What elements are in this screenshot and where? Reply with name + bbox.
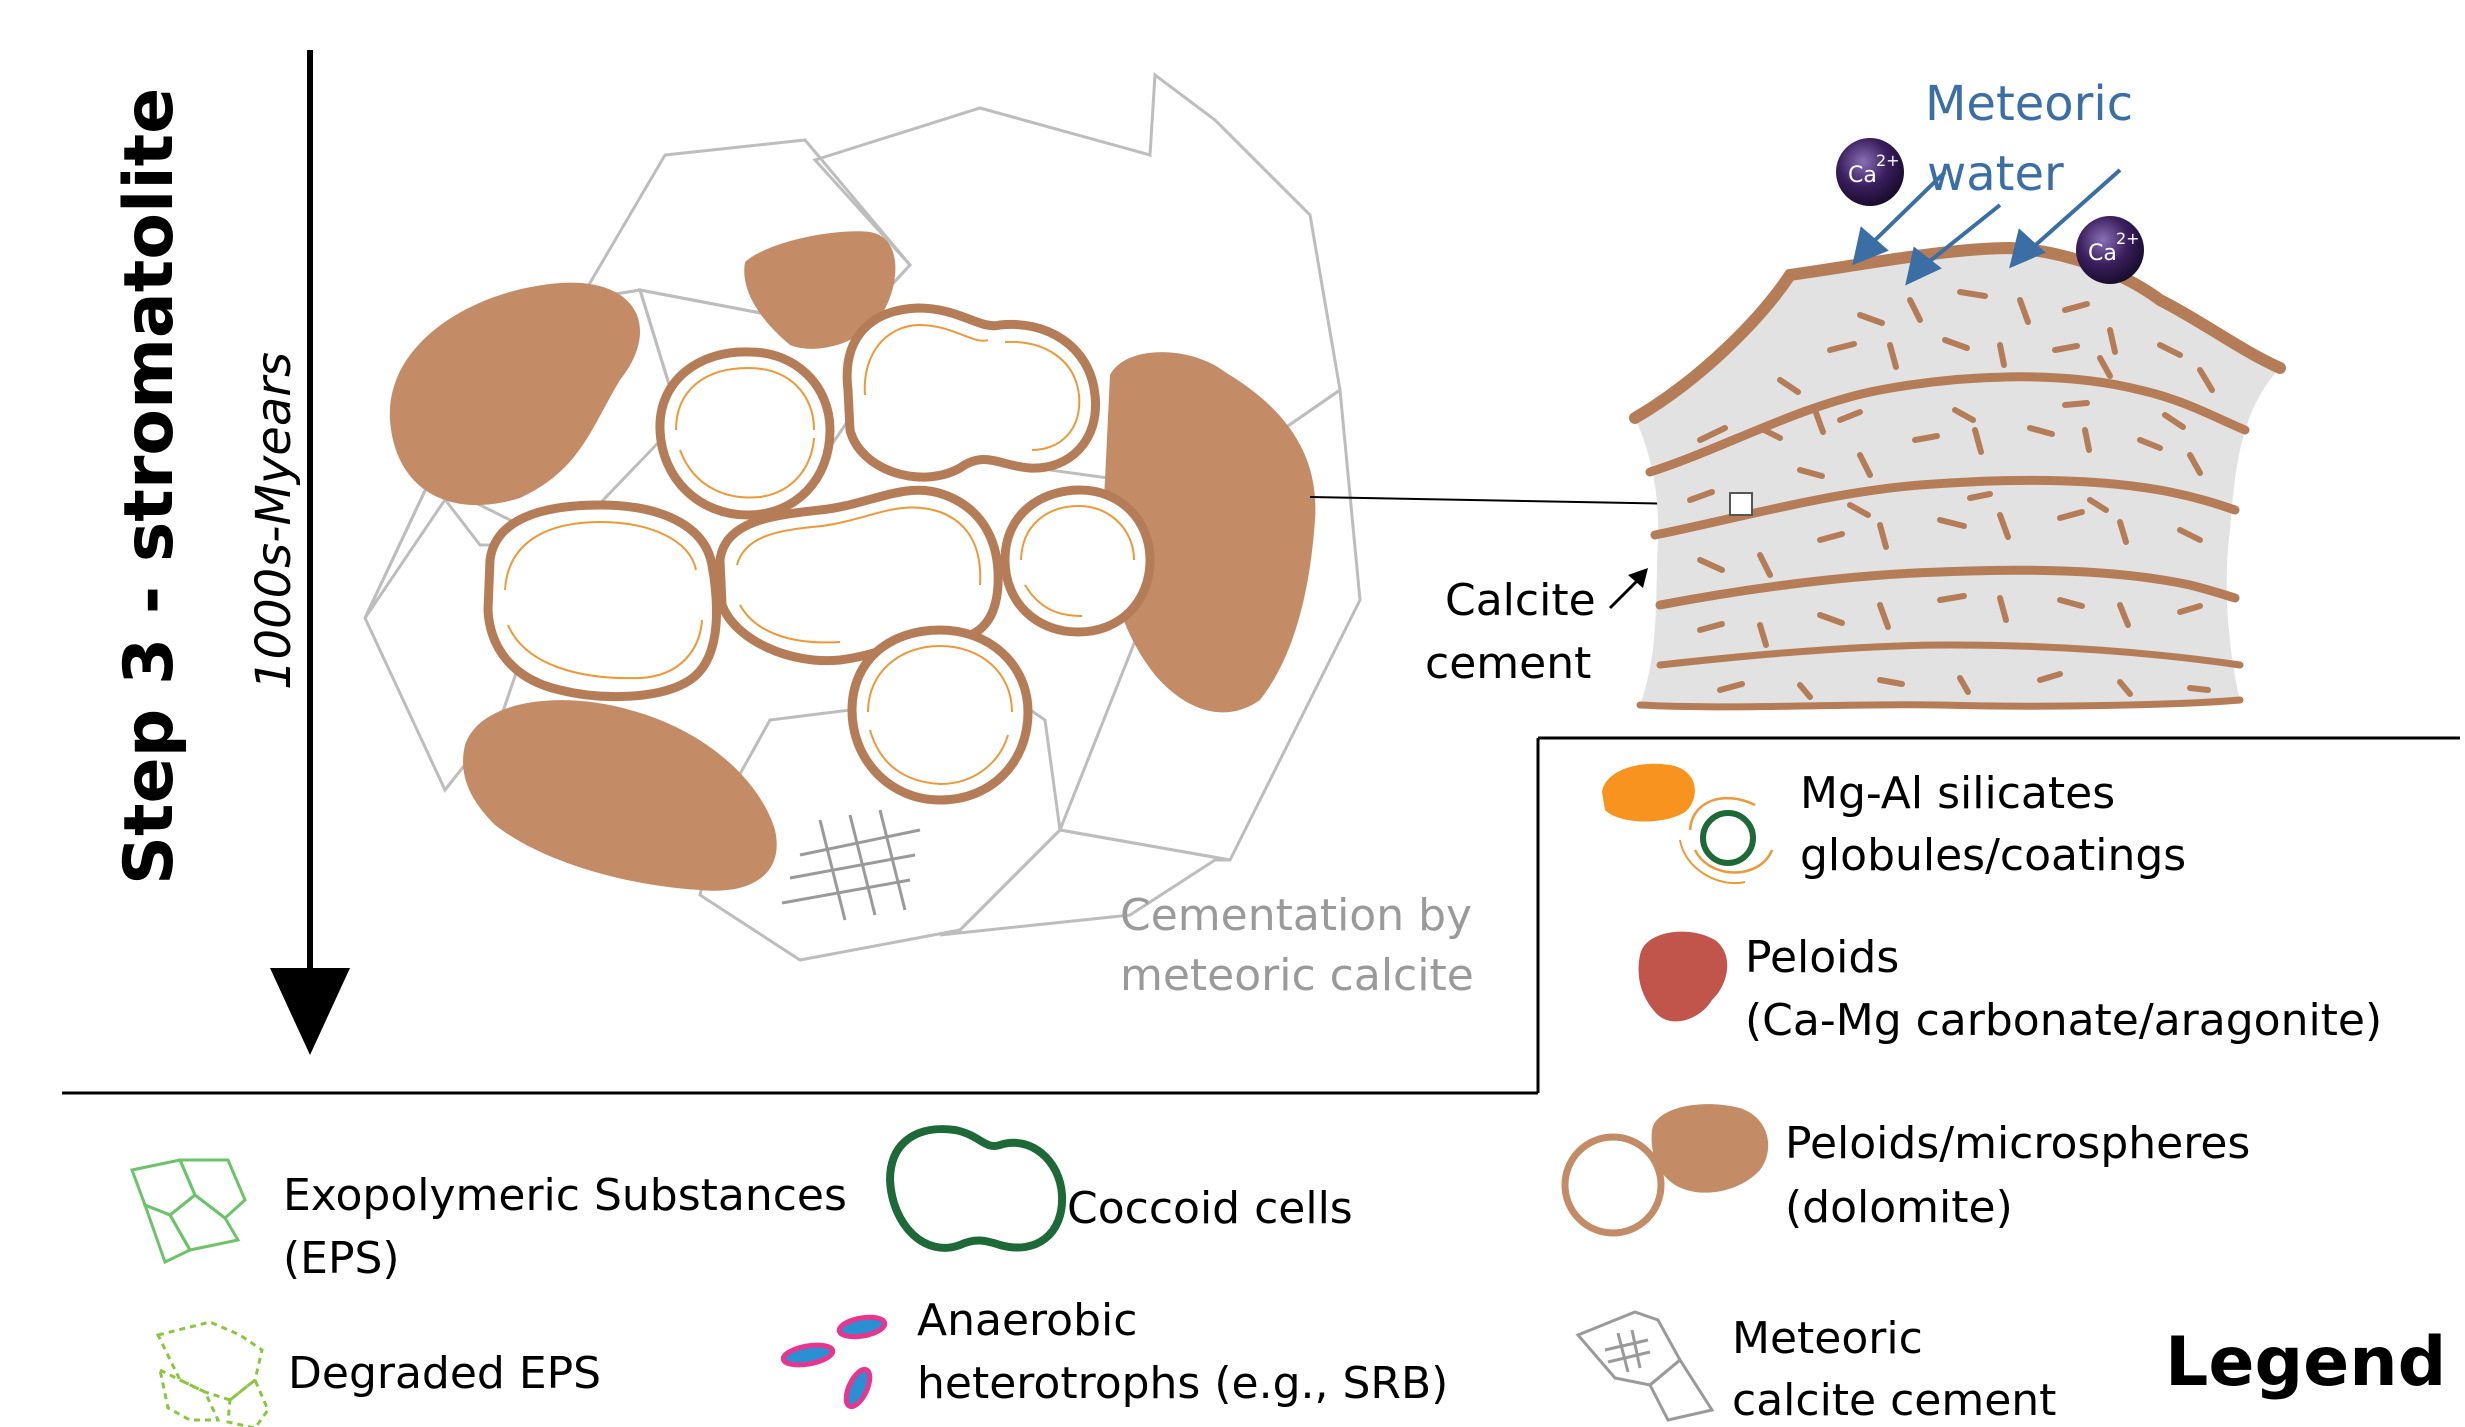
cementation-label-line2: meteoric calcite [1120,950,1474,1001]
legend: Mg-Al silicates globules/coatings Peloid… [129,763,2446,1427]
legend-item-degraded-eps: Degraded EPS [155,1320,601,1427]
red-peloid-icon [1638,931,1728,1022]
microsphere [1000,485,1155,637]
anaerobic-label-line1: Anaerobic [917,1295,1137,1346]
coccoid-label: Coccoid cells [1067,1183,1353,1234]
calcite-cement-label-line2: cement [1425,638,1591,689]
peloids-red-label-line2: (Ca-Mg carbonate/aragonite) [1745,995,2382,1046]
coated-coccoid-icon [1679,796,1774,885]
ion-charge: 2+ [1876,151,1900,170]
cement-crosshatch [781,809,921,921]
dolomite-microsphere-icon [1561,1133,1665,1237]
stromatolite-body [1635,248,2280,707]
microsphere [847,625,1033,805]
dolomite-peloids [389,231,1316,891]
calcite-cement-pointer [1608,578,1640,610]
step-title: Step 3 - stromatolite [110,88,189,885]
cementation-label-line1: Cementation by [1120,890,1472,941]
timescale-label: 1000s-Myears [246,352,302,690]
ion-base: Ca [2088,241,2117,266]
stromatolite-laminae [1629,241,2286,711]
meteoric-cement-icon [1575,1310,1715,1422]
meteoric-cement-label-line1: Meteoric [1732,1313,1923,1364]
degraded-eps-label: Degraded EPS [288,1348,601,1399]
time-arrow-head [270,968,350,1055]
peloids-red-label-line1: Peloids [1745,932,1899,983]
legend-title: Legend [2165,1323,2446,1402]
water-arrows [1852,168,2122,286]
legend-item-peloids-dolomite: Peloids/microspheres (dolomite) [1561,1104,2250,1237]
srb-icon [836,1314,888,1340]
eps-label-line1: Exopolymeric Substances [283,1170,847,1221]
peloid-blob [389,282,640,506]
water-arrow [1868,170,1947,247]
mg-al-label-line1: Mg-Al silicates [1800,768,2115,819]
peloids-dolomite-label-line2: (dolomite) [1785,1182,2013,1233]
microsphere [842,303,1101,482]
water-arrow-head [1905,246,1942,286]
degraded-eps-icon [155,1320,270,1427]
peloid-blob [1104,352,1316,713]
microsphere [655,347,835,520]
calcite-cement-pointer-head [1628,568,1648,588]
meteoric-cement-label-line2: calcite cement [1732,1375,2056,1426]
calcite-cement-label-line1: Calcite [1445,575,1596,626]
water-arrow-head [2009,228,2046,269]
mg-al-label-line2: globules/coatings [1800,830,2186,881]
calcium-ion: Ca 2+ [1836,138,1904,206]
legend-frame [62,736,2460,1095]
calcium-ion: Ca 2+ [2076,216,2144,284]
meteoric-water-label-line1: Meteoric [1925,76,2133,132]
microspheres [483,303,1155,805]
legend-item-eps: Exopolymeric Substances (EPS) [129,1158,847,1284]
microsphere [715,485,1003,666]
water-arrow-head [1852,226,1889,266]
stromatolite: Meteoric water Ca 2+ Ca 2+ Calcite cemen… [1425,76,2286,711]
peloids-dolomite-label-line1: Peloids/microspheres [1785,1118,2250,1169]
anaerobic-label-line2: heterotrophs (e.g., SRB) [917,1358,1448,1409]
legend-item-anaerobic-heterotrophs: Anaerobic heterotrophs (e.g., SRB) [780,1295,1448,1410]
orange-globule-icon [1602,763,1695,822]
peloid-blob [744,231,896,349]
water-arrow [1923,203,2002,267]
legend-item-mg-al-silicates: Mg-Al silicates globules/coatings [1602,763,2186,885]
microsphere [483,500,722,702]
srb-icon [780,1342,836,1368]
eps-label-line2: (EPS) [283,1233,400,1284]
legend-item-meteoric-calcite-cement: Meteoric calcite cement [1575,1310,2056,1426]
ion-charge: 2+ [2116,229,2140,248]
water-arrow [2028,168,2122,252]
peloid-blob [463,700,777,891]
main-cluster: Cementation by meteoric calcite [363,72,1739,1001]
coccoid-cell-icon [885,1125,1067,1252]
legend-item-coccoid-cells: Coccoid cells [885,1125,1353,1252]
ion-base: Ca [1848,163,1877,188]
zoom-box [1729,492,1753,516]
dolomite-peloid-icon [1651,1104,1769,1193]
meteoric-water-label-line2: water [1927,146,2064,202]
legend-item-peloids-carbonate: Peloids (Ca-Mg carbonate/aragonite) [1638,931,2382,1046]
step-heading: Step 3 - stromatolite 1000s-Myears [110,50,350,1055]
srb-icon [843,1366,873,1410]
eps-icon [129,1158,247,1265]
